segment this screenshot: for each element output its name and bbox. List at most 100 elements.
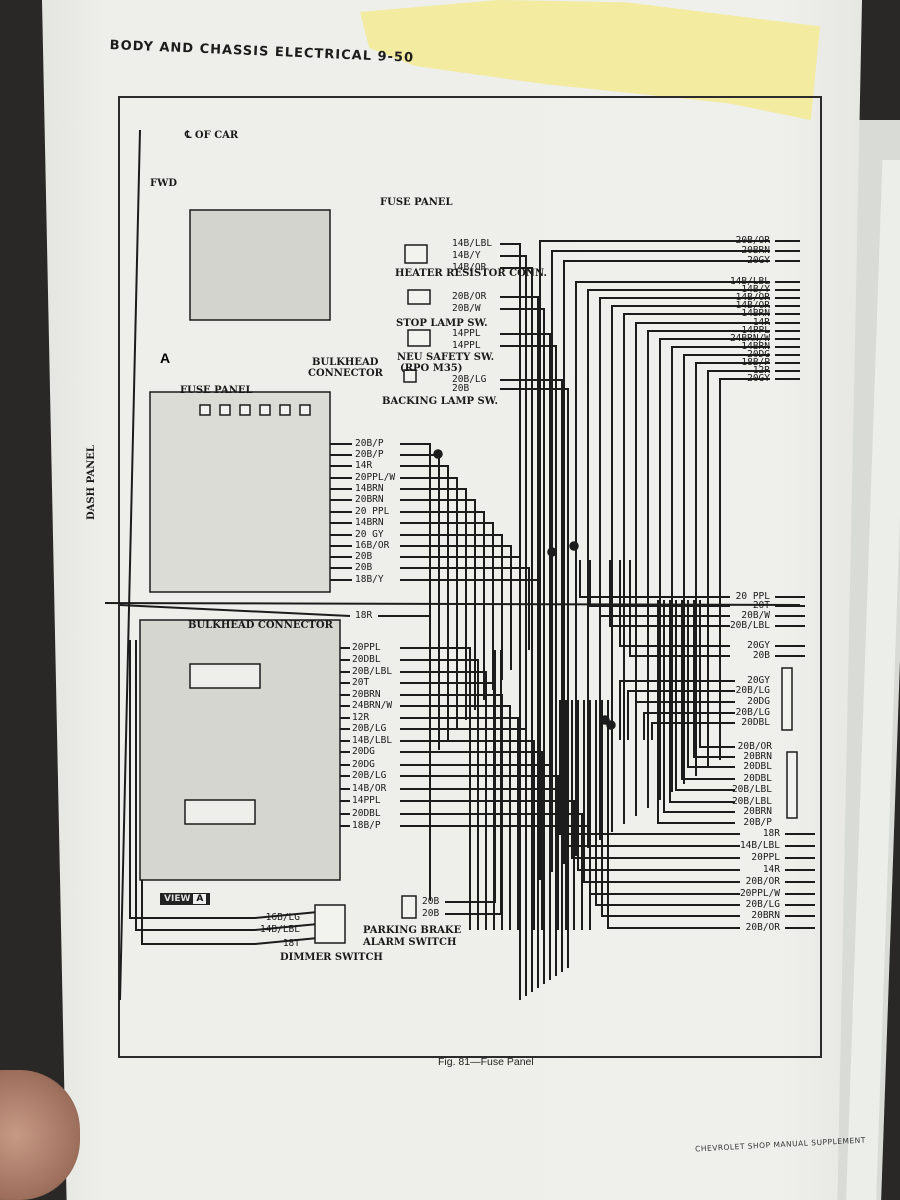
- wire-label: 14B/OR: [452, 262, 487, 273]
- bulkhead-branch: [400, 705, 511, 930]
- wire-label: 14B/LBL: [729, 276, 770, 287]
- wire-label: 20PPL/W: [739, 888, 780, 899]
- wire-label: 14B/OR: [352, 783, 387, 794]
- fuse-terminal: [299, 404, 311, 416]
- wire-label: 20BRN: [352, 689, 381, 700]
- wire-label: 18R: [355, 610, 373, 621]
- wire-label: 20B/LG: [352, 723, 387, 734]
- neu-safety-label: NEU SAFETY SW.: [397, 352, 495, 363]
- wire-label: 12R: [752, 365, 770, 376]
- right-connector-b: [786, 751, 798, 819]
- bundle-wire: [671, 346, 770, 792]
- connector-callout: CONNECTOR: [308, 368, 383, 379]
- wire-label: 18B/P: [352, 820, 381, 831]
- bundle-wire: [611, 305, 770, 832]
- wire-label: 20B/OR: [745, 876, 780, 887]
- dash-separator: [104, 602, 801, 606]
- wire-label: 24BRN/W: [352, 700, 393, 711]
- bulkhead-branch: [400, 717, 519, 930]
- conn-a-wire: [619, 680, 735, 740]
- bulkhead-branch: [400, 671, 487, 930]
- wire-label: 20B/LG: [735, 707, 770, 718]
- fuse-terminal: [239, 404, 251, 416]
- conn-b-wire: [675, 600, 735, 791]
- wire-label: 18B/Y: [355, 574, 384, 585]
- wire-label: 20B/OR: [452, 291, 487, 302]
- wire-label: 16B/LG: [265, 912, 300, 923]
- alarm-switch-label: ALARM SWITCH: [363, 937, 457, 948]
- conn-b-wire: [663, 600, 735, 813]
- wire-label: 20BRN: [743, 806, 772, 817]
- stop-lamp-switch: [407, 289, 431, 305]
- bulkhead-branch: [400, 728, 527, 930]
- mid-wire: [579, 560, 730, 598]
- parking-wire: [445, 650, 502, 915]
- wire-label: 20 PPL: [735, 591, 770, 602]
- bulkhead-branch: [400, 740, 535, 930]
- mid-wire: [629, 560, 730, 657]
- fuse-branch: [400, 545, 512, 670]
- fuse-terminal: [219, 404, 231, 416]
- bundle-wire: [563, 260, 770, 864]
- switch-wire: [500, 388, 569, 968]
- switch-wire: [500, 345, 557, 976]
- switch-wire: [500, 267, 533, 992]
- wire-label: 20B/LBL: [729, 620, 770, 631]
- wire-label: 20BRN: [355, 494, 384, 505]
- manual-page: [42, 0, 862, 1200]
- right-connector-a: [781, 667, 793, 731]
- bundle-wire: [551, 250, 770, 872]
- wire-label: 14PPL: [741, 325, 770, 336]
- wire-label: 20DG: [352, 746, 375, 757]
- splice-dot: [433, 449, 443, 459]
- fuse-branch: [400, 579, 539, 640]
- fuse-terminal: [199, 404, 211, 416]
- bottom-wire: [601, 700, 740, 917]
- fuse-branch: [400, 488, 467, 720]
- wire-label: 14R: [355, 460, 373, 471]
- fuse-terminal: [259, 404, 271, 416]
- wire-label: 14R: [752, 317, 770, 328]
- wire-label: 16B/OR: [355, 540, 390, 551]
- bulkhead-branch: [400, 647, 471, 930]
- fuse-branch: [400, 522, 494, 690]
- dimmer-wire: [129, 640, 319, 919]
- wire-label: 20B/OR: [735, 235, 770, 246]
- wire-label: 14B/LBL: [452, 238, 493, 249]
- parking-brake-label: PARKING BRAKE: [363, 925, 462, 936]
- wire-label: 20 PPL: [355, 506, 390, 517]
- conn-b-wire: [657, 600, 735, 824]
- wire-label: 20DBL: [741, 717, 770, 728]
- bundle-wire: [719, 378, 770, 760]
- view-marker: A: [160, 350, 171, 366]
- bulkhead-branch: [400, 659, 479, 930]
- wire-label: 18R: [762, 828, 780, 839]
- bottom-wire: [565, 700, 740, 847]
- bulkhead-branch: [400, 751, 543, 930]
- wire-label: 14B/OR: [735, 300, 770, 311]
- bulkhead-plug-lower: [184, 799, 256, 825]
- switch-wire: [500, 379, 563, 972]
- wire-label: 20B: [452, 383, 470, 394]
- wire-label: 20DG: [352, 759, 375, 770]
- conn-b-wire: [699, 600, 735, 748]
- fuse-branch: [400, 477, 458, 730]
- wire-label: 20B/LG: [745, 899, 780, 910]
- bundle-wire: [683, 354, 770, 784]
- switch-wire: [500, 243, 521, 1000]
- wire-label: 20 GY: [355, 529, 384, 540]
- heater-resistor-conn: [404, 244, 428, 264]
- wire-label: 14B/LBL: [352, 735, 393, 746]
- dash-panel-line: [119, 129, 141, 1001]
- wire-label: 24BRN/W: [729, 333, 770, 344]
- wire-label: 20T: [752, 600, 770, 611]
- mid-wire: [599, 560, 730, 617]
- wire-label: 14B/LBL: [259, 924, 300, 935]
- wire-label: 20B/P: [355, 438, 384, 449]
- mid-wire: [589, 560, 730, 607]
- wire-label: 20B/P: [743, 817, 772, 828]
- parking-brake-switch: [401, 895, 417, 919]
- fwd-label: FWD: [150, 178, 178, 189]
- fuse-panel-title: FUSE PANEL: [180, 385, 253, 396]
